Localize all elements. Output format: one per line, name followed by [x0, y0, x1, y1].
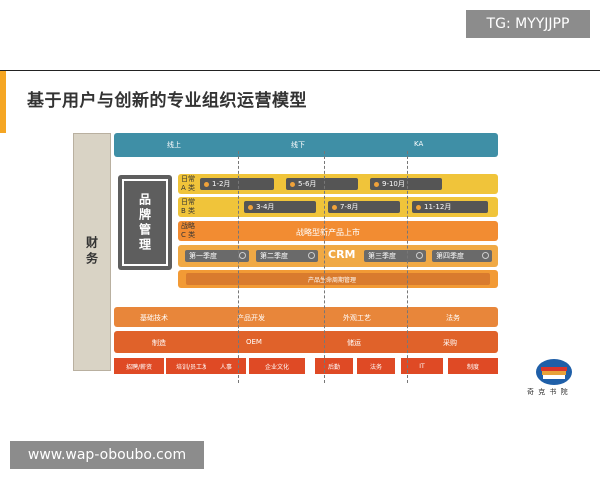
slide-title: 基于用户与创新的专业组织运营模型	[27, 91, 307, 111]
row-a-period-3: 9-10月	[370, 178, 442, 190]
mfg-logistics: 储运	[347, 339, 361, 347]
row-b-label-2: B 类	[181, 207, 196, 215]
tech-appearance: 外观工艺	[343, 314, 371, 322]
crm-label: CRM	[328, 248, 356, 261]
row-c-bar	[178, 221, 498, 241]
row-b-period-1: 3-4月	[244, 201, 316, 213]
tech-basic: 基础技术	[140, 314, 168, 322]
stage-q3: 第三季度	[364, 250, 426, 262]
support-culture: 企业文化	[249, 358, 305, 374]
top-watermark: TG: MYYJJPP	[466, 10, 590, 38]
tech-row-bar	[114, 307, 498, 327]
mfg-procurement: 采购	[443, 339, 457, 347]
row-a-label-2: A 类	[181, 184, 196, 192]
brand-management-frame: 品牌管理	[122, 179, 168, 266]
support-recruiting: 招聘/薪资	[114, 358, 164, 374]
slide: 基于用户与创新的专业组织运营模型 财务 线上 线下 KA 品牌管理 日常 A 类…	[0, 71, 600, 408]
bottom-watermark: www.wap-oboubo.com	[10, 441, 204, 469]
brand-management-label: 品牌管理	[137, 192, 152, 253]
row-c-label-1: 战略	[181, 222, 195, 230]
row-b-label-1: 日常	[181, 198, 195, 206]
product-lifecycle-text: 产品生命周期管理	[308, 277, 357, 284]
support-it: IT	[401, 358, 443, 374]
row-a-label-1: 日常	[181, 175, 195, 183]
guide-line-1	[238, 151, 239, 383]
stage-q4: 第四季度	[432, 250, 492, 262]
title-accent-bar	[0, 71, 6, 133]
product-lifecycle-inner	[186, 273, 490, 285]
logo-text: 奇 克 书 院	[527, 388, 569, 396]
support-legal: 法务	[357, 358, 395, 374]
finance-label: 财务	[84, 236, 99, 268]
row-a-period-1: 1-2月	[200, 178, 274, 190]
guide-line-3	[407, 151, 408, 383]
strategy-launch-text: 战略型新产品上市	[296, 228, 360, 237]
finance-column: 财务	[73, 133, 111, 371]
channel-bar	[114, 133, 498, 157]
manufacturing-row-bar	[114, 331, 498, 353]
brand-management-box: 品牌管理	[118, 175, 172, 270]
tech-legal: 法务	[446, 314, 460, 322]
channel-ka: KA	[414, 140, 424, 148]
row-c-label-2: C 类	[181, 231, 196, 239]
top-divider	[0, 70, 600, 71]
tech-product-dev: 产品开发	[237, 314, 265, 322]
guide-line-2	[324, 151, 325, 383]
stage-q1: 第一季度	[185, 250, 249, 262]
stage-q2: 第二季度	[256, 250, 318, 262]
row-b-period-2: 7-8月	[328, 201, 400, 213]
books-logo-icon	[536, 359, 572, 385]
support-logistics: 后勤	[315, 358, 353, 374]
support-hr: 人事	[206, 358, 246, 374]
mfg-manufacturing: 制造	[152, 339, 166, 347]
channel-online: 线上	[167, 141, 181, 149]
support-policy: 制度	[448, 358, 498, 374]
channel-offline: 线下	[291, 141, 305, 149]
mfg-oem: OEM	[246, 338, 262, 346]
row-a-period-2: 5-6月	[286, 178, 358, 190]
row-b-period-3: 11-12月	[412, 201, 488, 213]
